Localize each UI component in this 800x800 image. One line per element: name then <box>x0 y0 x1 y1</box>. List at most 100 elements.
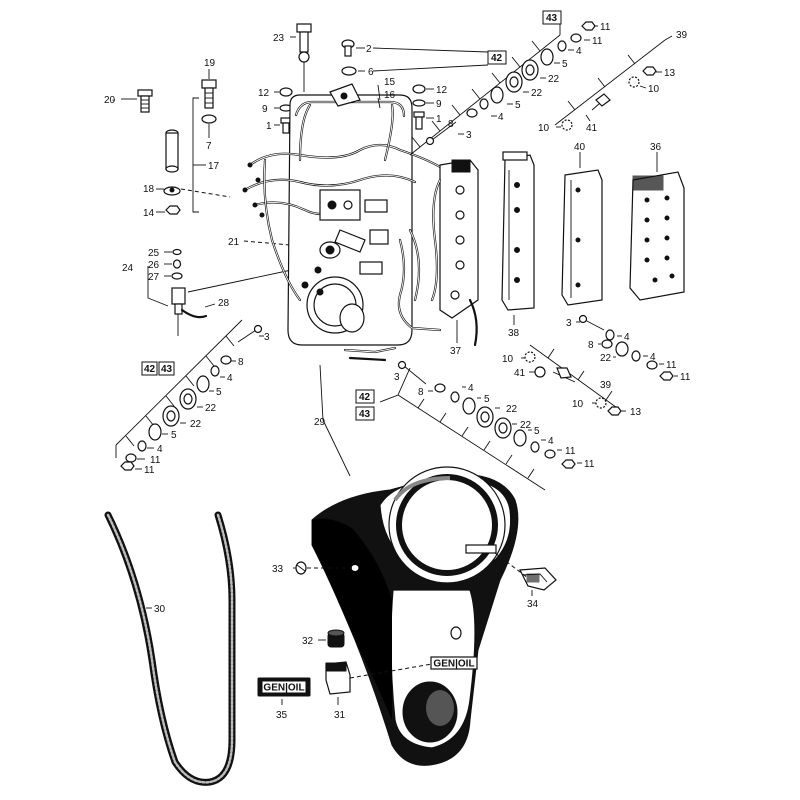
label-24: 24 <box>122 263 134 274</box>
part-4-washer-bottom2-icon <box>530 441 540 453</box>
part-2-screw-icon <box>341 39 355 57</box>
part-9-washer-right-icon <box>412 99 426 107</box>
label-11-bottom2: 11 <box>584 459 595 470</box>
part-3-screw-right-icon <box>578 314 605 331</box>
label-11-left2: 11 <box>144 465 155 476</box>
part-23-bulb-icon <box>296 23 312 92</box>
part-3-screw-top-icon <box>425 121 457 146</box>
part-12-nut-icon <box>279 87 293 97</box>
label-18: 18 <box>143 184 155 195</box>
part-32-cap-icon <box>327 629 345 648</box>
label-43-left: 43 <box>161 364 173 375</box>
label-10-bottom-left: 10 <box>502 354 514 365</box>
label-5-bottom2: 5 <box>534 426 540 437</box>
label-39-bottom: 39 <box>600 380 612 391</box>
label-4-bottom2: 4 <box>548 436 554 447</box>
part-1-screw-right-icon <box>413 111 425 130</box>
label-32: 32 <box>302 636 314 647</box>
label-42-bottom: 42 <box>359 392 371 403</box>
label-22-left2: 22 <box>190 419 202 430</box>
label-33: 33 <box>272 564 284 575</box>
label-40: 40 <box>574 142 586 153</box>
part-41-stud-top-icon <box>591 93 611 111</box>
part-5-washer-top2-icon <box>540 48 554 66</box>
label-5-left1: 5 <box>216 387 222 398</box>
label-22-rm: 22 <box>600 353 612 364</box>
label-4-left1: 4 <box>227 373 233 384</box>
label-11-rm1: 11 <box>666 360 677 371</box>
part-11-nut-bottom2-icon <box>561 459 576 469</box>
label-11-bottom1: 11 <box>565 446 576 457</box>
decal-text: GEN|OIL <box>263 683 304 694</box>
label-28: 28 <box>218 298 230 309</box>
label-4-left2: 4 <box>157 444 163 455</box>
part-27-ring-icon <box>171 272 183 280</box>
label-4-top1: 4 <box>498 112 504 123</box>
label-21: 21 <box>228 237 240 248</box>
label-11-top1: 11 <box>592 36 603 47</box>
part-10-lockwasher-top-icon <box>561 119 573 131</box>
label-20: 20 <box>104 95 116 106</box>
label-25: 25 <box>148 248 160 259</box>
part-11-nut-bottom1-icon <box>544 449 556 459</box>
part-6-washer-icon <box>341 66 357 76</box>
part-29-nacelle-icon: GEN|OIL <box>311 466 519 766</box>
label-43-bottom: 43 <box>359 409 371 420</box>
label-10-top-right: 10 <box>648 84 660 95</box>
hardware-stack-top <box>409 21 598 156</box>
part-18-clip-icon <box>163 186 181 196</box>
label-7: 7 <box>206 141 212 152</box>
label-3-rm: 3 <box>566 318 572 329</box>
label-3-left: 3 <box>264 332 270 343</box>
part-17-spacer-icon <box>165 129 179 173</box>
label-4-bottom1: 4 <box>468 383 474 394</box>
part-4-washer-top2-icon <box>557 40 567 52</box>
part-11-nut-left1-icon <box>125 453 137 463</box>
label-8-left: 8 <box>238 357 244 368</box>
label-36: 36 <box>650 142 662 153</box>
hardware-39-top <box>554 35 673 131</box>
part-4-washer-bottom1-icon <box>450 391 460 403</box>
part-5-washer-top1-icon <box>490 86 504 104</box>
part-35-decal-icon: GEN|OIL <box>257 677 311 697</box>
label-9-left: 9 <box>262 104 268 115</box>
label-3-top: 3 <box>466 130 472 141</box>
label-41-top: 41 <box>586 123 598 134</box>
label-22-top1: 22 <box>531 88 543 99</box>
label-22-top2: 22 <box>548 74 560 85</box>
label-22-left1: 22 <box>205 403 217 414</box>
label-13-bottom: 13 <box>630 407 642 418</box>
part-38-mount-plate-icon <box>501 151 535 311</box>
hardware-39-bottom <box>521 344 626 416</box>
label-42-left: 42 <box>144 364 156 375</box>
label-3-bottom: 3 <box>394 372 400 383</box>
label-9-right: 9 <box>436 99 442 110</box>
part-11-nut-top2-icon <box>581 21 596 31</box>
part-31-lens-holder-icon <box>325 661 351 695</box>
label-11-left1: 11 <box>150 455 161 466</box>
part-labels: 20 - 19 7 17 18 14 25 26 27 24 28 21 23 … <box>104 22 691 721</box>
part-group-left <box>121 69 326 336</box>
part-37-terminal-block-icon <box>430 159 479 347</box>
part-10-lockwasher-bottom2-icon <box>595 397 607 409</box>
part-4-washer-left2-icon <box>137 440 147 452</box>
label-43-top: 43 <box>546 13 558 24</box>
hardware-stack-right-mid <box>576 314 678 381</box>
label-5-left2: 5 <box>171 430 177 441</box>
label-2: 2 <box>366 44 372 55</box>
label-42-top: 42 <box>491 53 503 64</box>
part-11-nut-top1-icon <box>570 33 582 43</box>
label-41-bottom: 41 <box>514 368 526 379</box>
part-8-nut-left-icon <box>220 355 232 365</box>
part-10-lockwasher-top2-icon <box>628 76 640 88</box>
label-dash-20: - <box>112 95 115 106</box>
part-30-gasket-icon <box>104 511 236 786</box>
label-22-bottom2: 22 <box>520 420 532 431</box>
part-26-spring-icon <box>172 259 182 269</box>
label-16: 16 <box>384 90 396 101</box>
part-10-lockwasher-bottom-icon <box>524 351 536 363</box>
label-4-top2: 4 <box>576 46 582 57</box>
label-34: 34 <box>527 599 539 610</box>
wiring-harness-panel <box>242 83 448 362</box>
part-7-washer-icon <box>201 114 217 124</box>
